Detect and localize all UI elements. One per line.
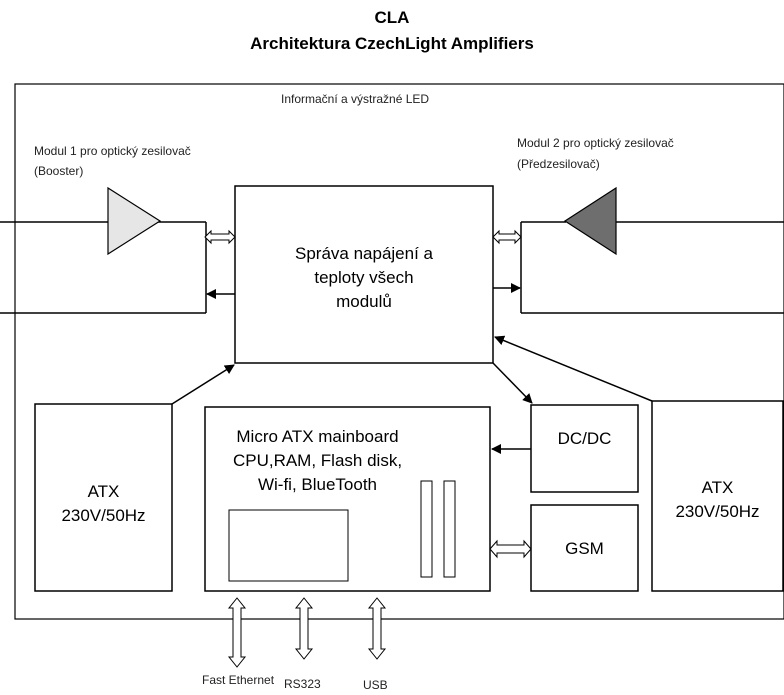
port-arrow-rs [294,597,314,660]
port-label-ethernet: Fast Ethernet [202,673,275,687]
psu-right-text: ATX 230V/50Hz [652,476,783,524]
module1-label-line2: (Booster) [34,164,84,178]
port-label-rs: RS323 [284,677,321,691]
mainboard-line2: CPU,RAM, Flash disk, [232,451,403,470]
gsm-box [530,504,639,592]
port-arrow-usb [367,597,387,660]
diagram-subtitle: Architektura CzechLight Amplifiers [250,34,534,53]
psu-right-line1: ATX [701,478,734,497]
arrow-psu-left-to-center [171,364,235,405]
double-arrow [204,229,522,245]
diagram-title: CLA [374,8,410,27]
device-enclosure [14,83,784,620]
mainboard-line1: Micro ATX mainboard [236,427,399,446]
booster-amplifier-triangle [107,186,162,256]
dcdc-box [530,404,639,493]
mainboard-line3: Wi-fi, BlueTooth [257,475,378,494]
led-label: Informační a výstražné LED [281,92,430,106]
psu-left-box [34,403,173,592]
mainboard-slot-1 [420,480,433,578]
port-arrows [227,597,387,668]
preamp-signal-path [520,221,784,314]
arrow-center-to-dcdc [492,362,533,404]
booster-signal-path [0,221,207,314]
psu-left-line2: 230V/50Hz [61,506,146,525]
psu-left-line1: ATX [87,482,120,501]
double-arrow-gsm [489,539,532,559]
arrow-psu-right-to-center [494,335,653,402]
gsm-label: GSM [565,539,604,558]
dcdc-label: DC/DC [557,429,612,448]
center-box-text: Správa napájení a teploty všech modulů [235,242,493,314]
module2-label-line2: (Předzesilovač) [517,157,600,171]
mainboard-slot-2 [443,480,456,578]
preamp-amplifier-triangle [563,186,617,256]
psu-right-box [651,400,784,592]
module1-label-line1: Modul 1 pro optický zesilovač [34,144,191,158]
center-box-line1: Správa napájení a [295,244,433,263]
center-box-line3: modulů [336,292,392,311]
port-label-usb: USB [363,678,388,692]
port-arrow-ethernet [227,597,247,668]
mainboard-text: Micro ATX mainboard CPU,RAM, Flash disk,… [205,425,430,497]
module2-label-line1: Modul 2 pro optický zesilovač [517,136,674,150]
psu-left-text: ATX 230V/50Hz [35,480,172,528]
power-temp-management-box [234,185,494,364]
psu-right-line2: 230V/50Hz [675,502,760,521]
mainboard-chip [228,509,349,582]
center-box-line2: teploty všech [314,268,414,287]
